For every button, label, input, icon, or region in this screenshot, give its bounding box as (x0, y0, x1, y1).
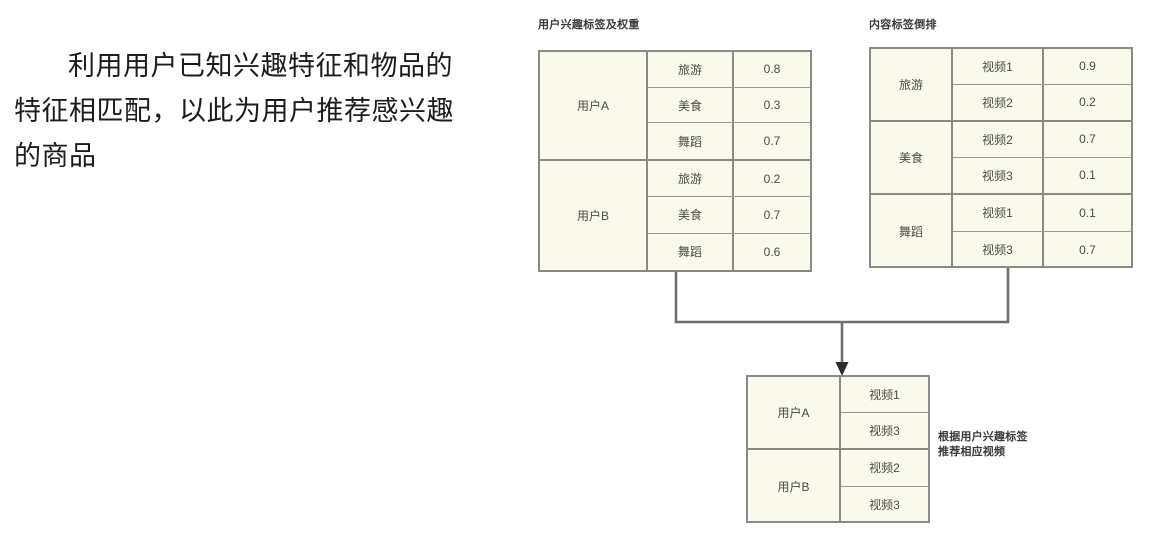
recommend-annotation: 根据用户兴趣标签 推荐相应视频 (938, 431, 1028, 458)
user-tags-row-value: 0.6 (763, 244, 781, 259)
user-tags-row-value: 0.7 (763, 207, 781, 222)
user-tags-group-rows: 旅游 0.8 美食 0.3 舞蹈 0.7 (648, 52, 810, 159)
user-tags-group-rows: 旅游 0.2 美食 0.7 舞蹈 0.6 (648, 161, 810, 270)
user-tags-table-title: 用户兴趣标签及权重 (538, 19, 640, 31)
recommend-group-rows: 视频2 视频3 (841, 450, 928, 523)
recommend-table: 用户A 视频1 视频3 用户B 视频2 视频3 (746, 375, 930, 523)
recommend-group-label: 用户A (748, 377, 841, 448)
content-index-group-rows: 视频1 0.1 视频3 0.7 (953, 195, 1131, 268)
content-index-row-tag: 视频3 (953, 231, 1044, 268)
table-row: 视频2 0.2 (953, 84, 1131, 120)
user-tags-row-tag: 舞蹈 (648, 233, 734, 270)
content-index-group-label: 美食 (871, 122, 953, 193)
content-index-group: 舞蹈视频1 0.1 视频3 0.7 (871, 195, 1131, 268)
table-row: 视频3 0.1 (953, 157, 1131, 193)
table-row: 视频1 (841, 377, 928, 413)
content-index-row-value: 0.2 (1079, 95, 1096, 110)
table-row: 视频2 (841, 450, 928, 487)
user-tags-row-tag: 旅游 (648, 52, 734, 87)
content-index-group-rows: 视频1 0.9 视频2 0.2 (953, 49, 1131, 120)
table-row: 视频3 (841, 413, 928, 448)
content-index-table-title: 内容标签倒排 (869, 19, 937, 31)
user-tags-group-label: 用户B (540, 161, 648, 270)
content-index-row-value: 0.1 (1079, 168, 1096, 183)
table-row: 视频2 0.7 (953, 122, 1131, 158)
recommend-group: 用户B 视频2 视频3 (748, 450, 928, 523)
content-index-row-tag: 视频2 (953, 84, 1044, 120)
user-tags-group-label: 用户A (540, 52, 648, 159)
recommend-row-value: 视频1 (869, 387, 900, 402)
content-index-row-tag: 视频1 (953, 195, 1044, 231)
content-index-group: 旅游视频1 0.9 视频2 0.2 (871, 49, 1131, 122)
content-index-row-value: 0.7 (1079, 242, 1096, 257)
user-tags-row-tag: 美食 (648, 87, 734, 123)
content-index-row-value: 0.7 (1079, 132, 1096, 147)
table-row: 舞蹈 0.7 (648, 123, 810, 159)
table-row: 美食 0.3 (648, 87, 810, 124)
connector-join-path (674, 268, 1010, 324)
table-row: 视频1 0.1 (953, 195, 1131, 232)
user-tags-row-tag: 舞蹈 (648, 123, 734, 159)
recommend-group-label: 用户B (748, 450, 841, 523)
table-row: 旅游 0.2 (648, 161, 810, 198)
table-row: 旅游 0.8 (648, 52, 810, 88)
user-tags-row-value: 0.3 (763, 98, 781, 112)
user-tags-row-value: 0.8 (763, 62, 781, 77)
content-index-group-rows: 视频2 0.7 视频3 0.1 (953, 122, 1131, 193)
connector-arrow-head (835, 362, 849, 376)
table-row: 视频1 0.9 (953, 49, 1131, 85)
user-tags-row-tag: 旅游 (648, 161, 734, 197)
content-index-row-value: 0.9 (1079, 59, 1096, 74)
intro-paragraph: 利用用户已知兴趣特征和物品的特征相匹配，以此为用户推荐感兴趣的商品 (14, 51, 454, 171)
recommend-group: 用户A 视频1 视频3 (748, 377, 928, 450)
content-index-group-label: 舞蹈 (871, 195, 953, 268)
recommend-row-value: 视频3 (869, 498, 900, 513)
table-row: 视频3 (841, 487, 928, 524)
content-index-row-value: 0.1 (1079, 205, 1096, 220)
content-index-group: 美食视频2 0.7 视频3 0.1 (871, 122, 1131, 195)
content-index-row-tag: 视频1 (953, 49, 1044, 84)
content-index-row-tag: 视频2 (953, 122, 1044, 157)
recommend-group-rows: 视频1 视频3 (841, 377, 928, 448)
recommend-row-value: 视频3 (869, 423, 900, 438)
content-index-row-tag: 视频3 (953, 157, 1044, 193)
content-index-group-label: 旅游 (871, 49, 953, 120)
user-tags-row-value: 0.2 (763, 171, 781, 186)
user-tags-row-value: 0.7 (763, 134, 781, 149)
recommend-row-value: 视频2 (869, 461, 900, 476)
table-row: 视频3 0.7 (953, 231, 1131, 268)
user-tags-row-tag: 美食 (648, 197, 734, 233)
table-row: 美食 0.7 (648, 197, 810, 234)
table-row: 舞蹈 0.6 (648, 233, 810, 270)
